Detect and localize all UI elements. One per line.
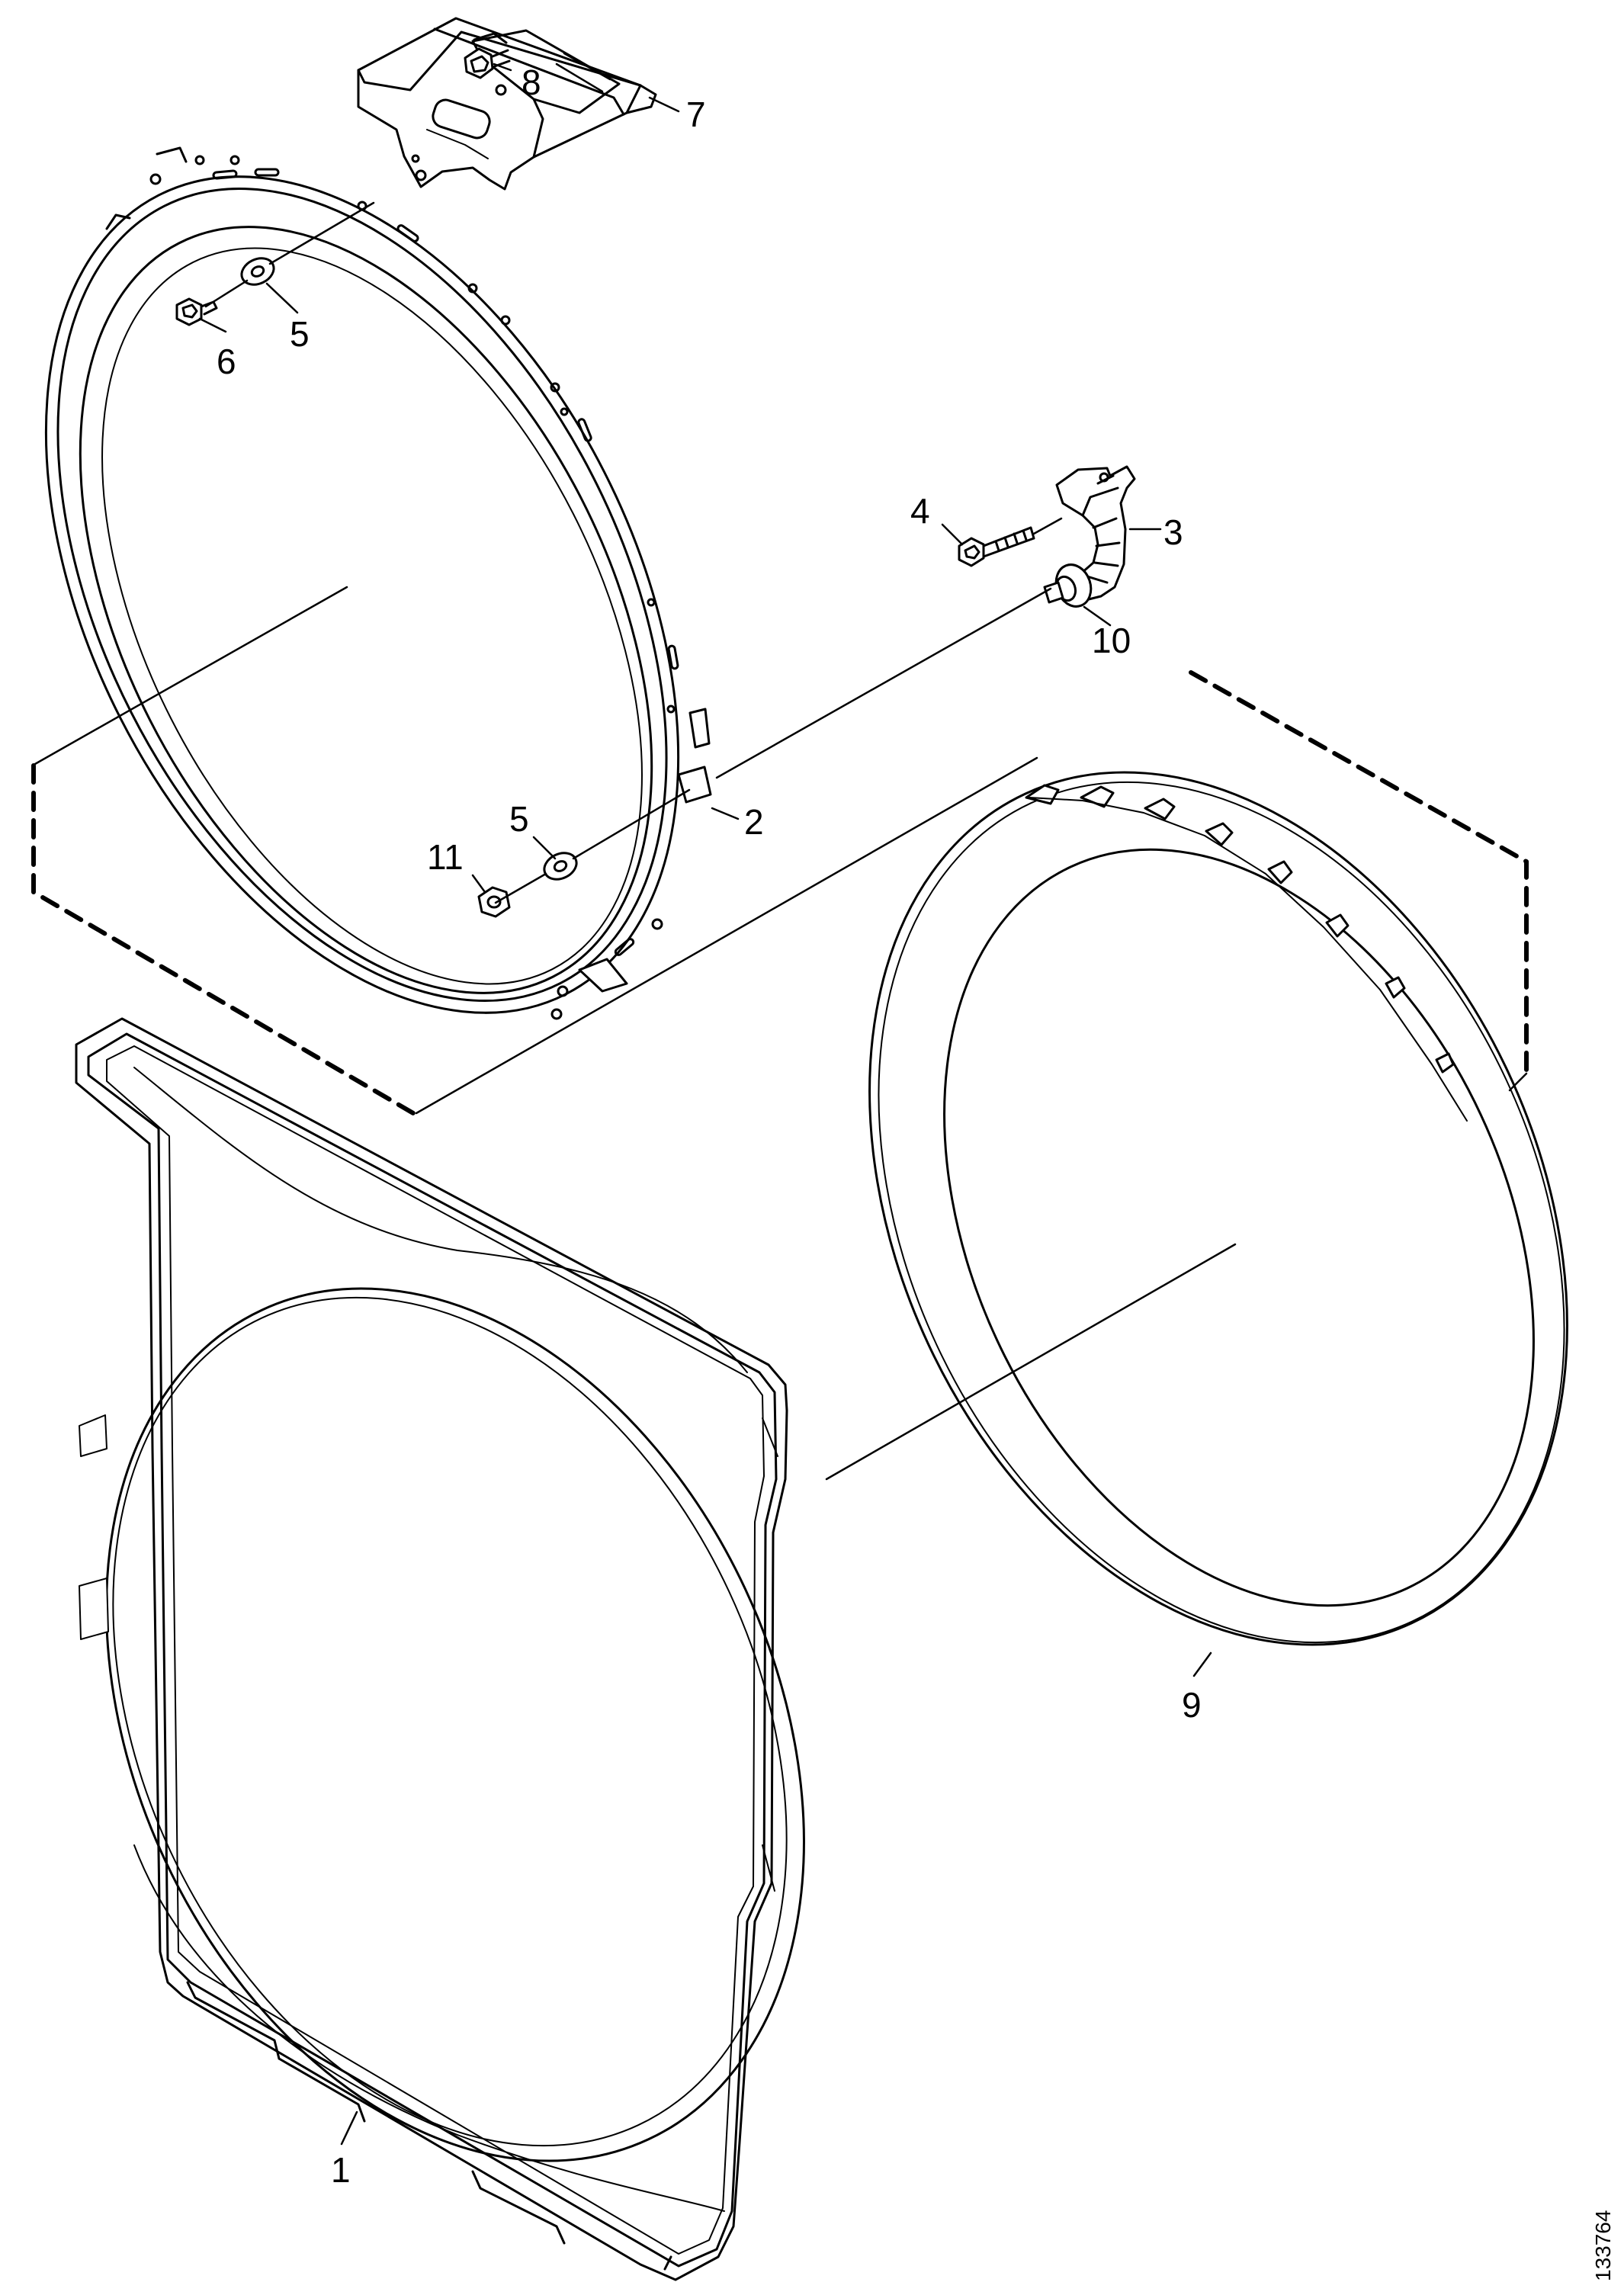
assembly-dashed-lines [31,670,1529,1115]
label-part-11: 11 [427,837,464,877]
gasket-ring-shape [868,771,1568,1646]
nut-shape [477,886,511,918]
label-part-5-upper: 5 [290,314,310,354]
label-part-7: 7 [686,95,706,134]
bracket-shape [1055,465,1136,602]
label-part-2: 2 [744,802,764,842]
label-part-6: 6 [217,342,236,381]
label-part-1: 1 [331,2150,351,2190]
label-part-5-lower: 5 [509,799,529,839]
washer-lower-shape [543,852,578,881]
front-panel-shape [75,1017,805,2281]
assembly-lines [34,201,1528,1481]
leader-lines [198,63,1212,2146]
washer-upper-shape [240,257,275,286]
label-part-9: 9 [1182,1685,1202,1725]
mounting-plate-shape [357,17,657,191]
outer-ring-shape [44,146,712,1020]
drawing-number: 133764 [1591,2210,1615,2281]
bolt-shape [958,526,1035,567]
part-labels: 1 2 3 4 5 5 6 7 8 9 10 11 [217,63,1202,2190]
damper-bushing-shape [1043,563,1093,608]
label-part-8: 8 [522,63,541,102]
label-part-3: 3 [1163,512,1183,552]
label-part-4: 4 [910,491,930,531]
plate-screw-shape [464,47,511,79]
label-part-10: 10 [1092,621,1131,660]
